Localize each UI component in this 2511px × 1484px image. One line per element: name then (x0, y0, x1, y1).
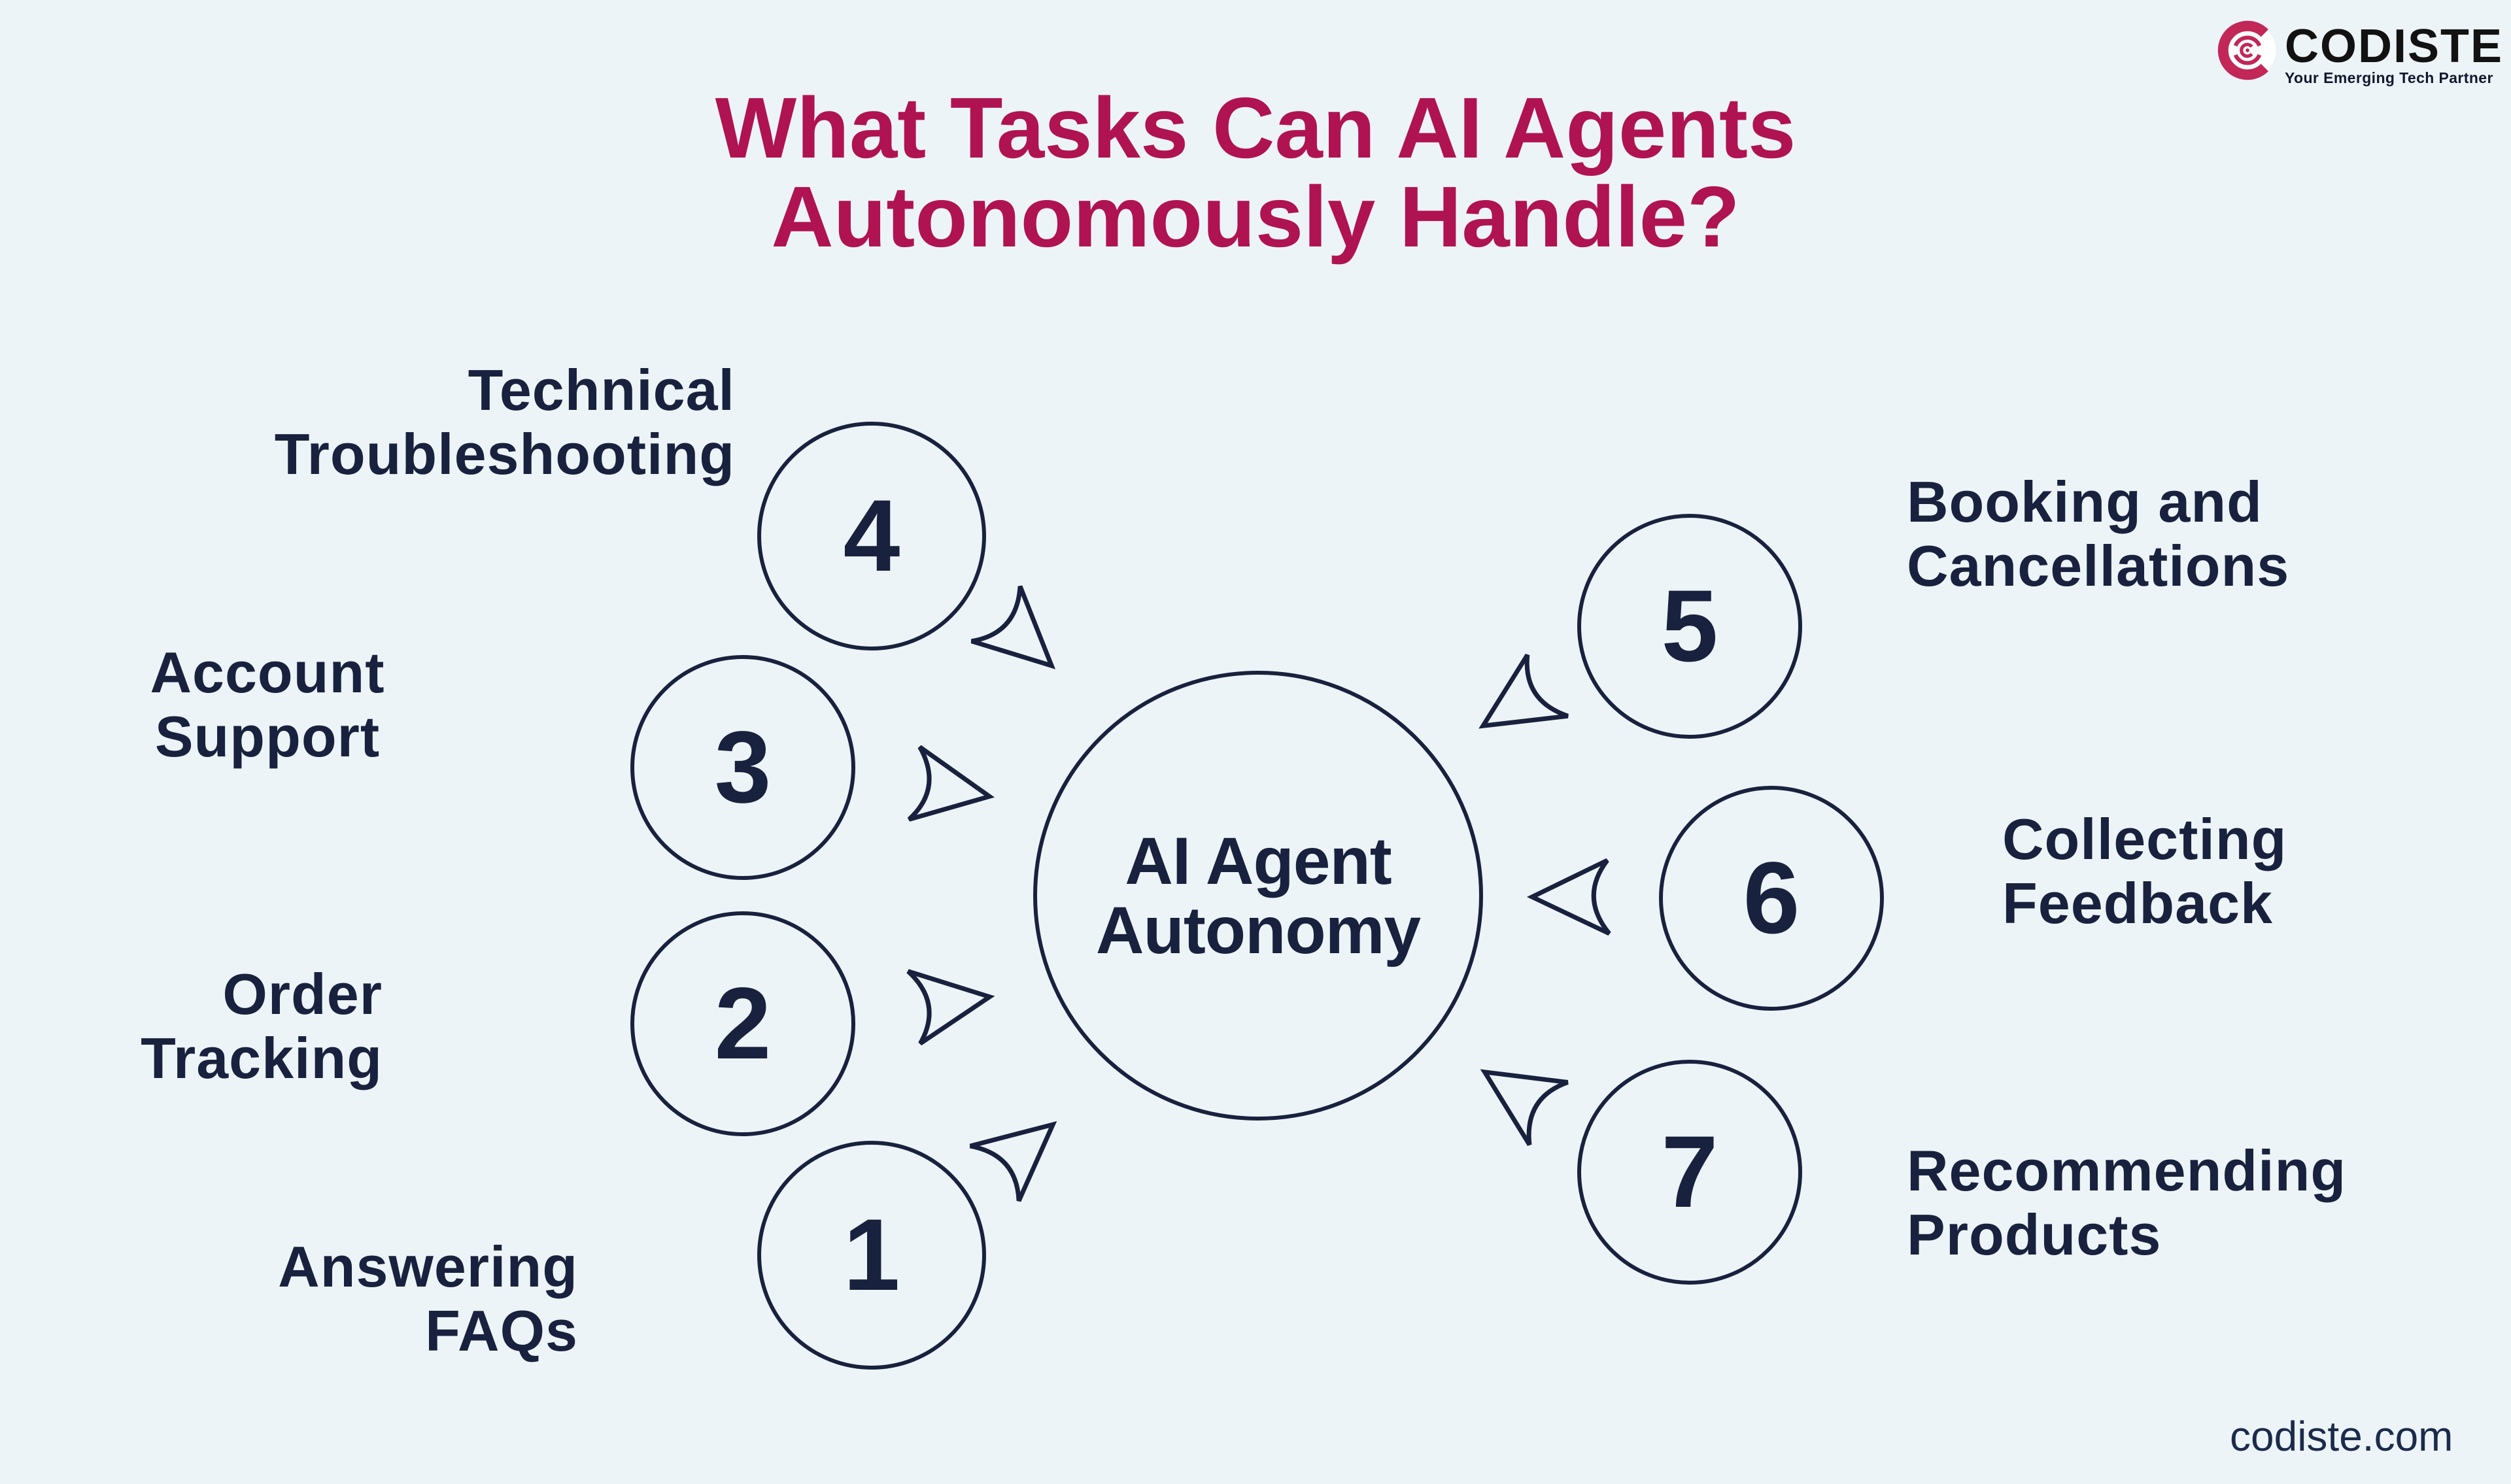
task-circle-2: 2 (630, 911, 855, 1136)
task-number-4: 4 (843, 479, 900, 593)
task-number-6: 6 (1743, 841, 1800, 955)
arrowhead-icon-4 (970, 585, 1056, 669)
arrowhead-icon-7 (1480, 1069, 1569, 1146)
center-label: AI Agent Autonomy (1095, 824, 1421, 968)
task-number-1: 1 (843, 1198, 900, 1312)
task-circle-1: 1 (757, 1141, 986, 1370)
task-label-answering-faqs: Answering FAQs (278, 1234, 578, 1363)
task-label-booking-cancellations: Booking and Cancellations (1907, 469, 2290, 598)
arrowhead-icon-5 (1478, 653, 1569, 729)
task-number-5: 5 (1661, 569, 1718, 683)
task-number-2: 2 (714, 966, 772, 1081)
task-label-recommending-products: Recommending Products (1907, 1138, 2347, 1267)
task-label-collecting-feedback: Collecting Feedback (2002, 807, 2287, 936)
arrowhead-icon-1 (969, 1121, 1057, 1202)
codiste-brand-name: CODISTE (2285, 20, 2504, 73)
arrowhead-icon-2 (906, 969, 995, 1046)
codiste-c-mark-icon (2217, 20, 2276, 80)
task-number-3: 3 (714, 710, 772, 824)
center-circle: AI Agent Autonomy (1033, 671, 1483, 1121)
task-number-7: 7 (1661, 1115, 1718, 1229)
task-label-account-support: Account Support (150, 640, 385, 769)
task-circle-3: 3 (630, 655, 855, 880)
codiste-tagline: Your Emerging Tech Partner (2285, 69, 2493, 86)
task-circle-4: 4 (757, 422, 986, 650)
task-circle-5: 5 (1577, 514, 1802, 739)
task-label-order-tracking: Order Tracking (141, 962, 383, 1090)
arrowhead-icon-3 (907, 745, 995, 822)
task-circle-6: 6 (1659, 786, 1884, 1011)
task-circle-7: 7 (1577, 1060, 1802, 1285)
task-label-technical-troubleshooting: Technical Troubleshooting (274, 358, 735, 486)
website-url: codiste.com (2230, 1413, 2453, 1460)
page-title: What Tasks Can AI Agents Autonomously Ha… (715, 80, 1796, 265)
arrowhead-icon-6 (1526, 858, 1611, 936)
codiste-logo-text: CODISTE Your Emerging Tech Partner (2285, 22, 2507, 86)
